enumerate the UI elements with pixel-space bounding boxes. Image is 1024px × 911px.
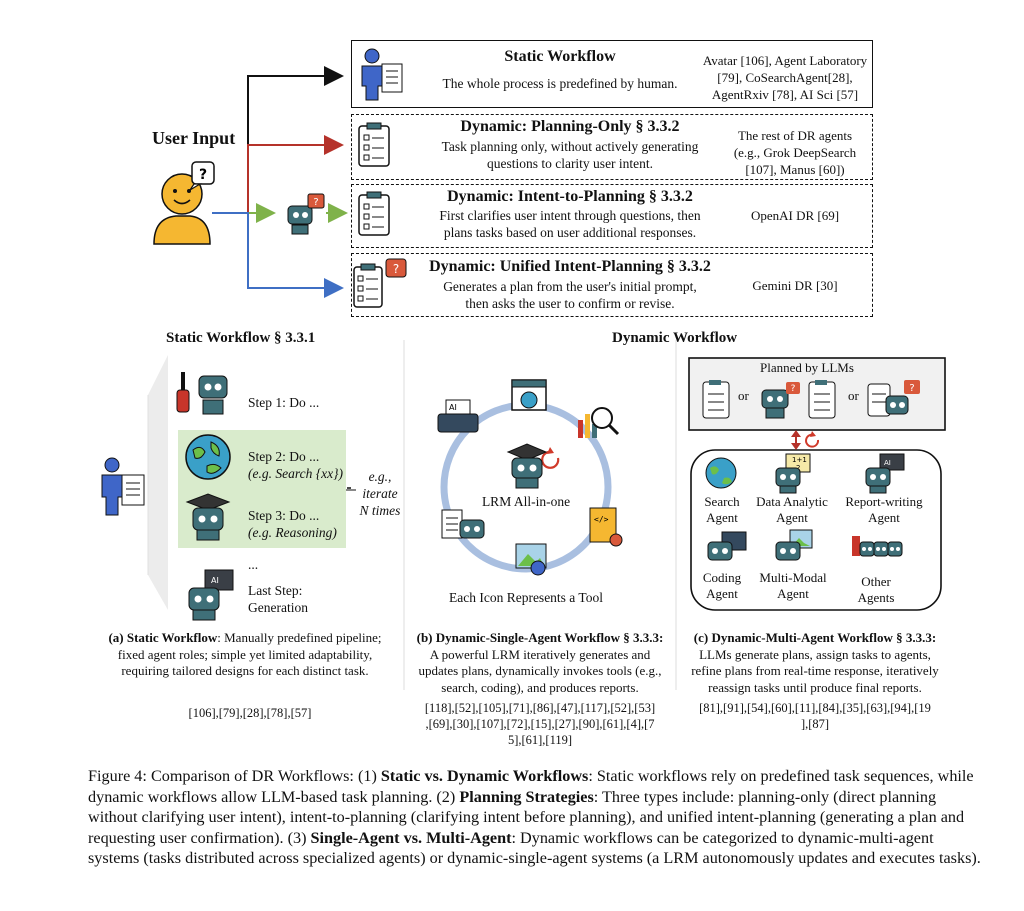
- planning-only-box: [351, 114, 873, 180]
- step-2-text: Step 2: Do ...: [248, 449, 320, 464]
- code-file-icon: </>: [588, 506, 624, 548]
- panel-c-refs: [81],[91],[54],[60],[11],[84],[35],[63],…: [699, 701, 931, 731]
- plan-option-1-icon: [700, 378, 734, 422]
- tool-note: Each Icon Represents a Tool: [448, 590, 603, 605]
- svg-text:1+1: 1+1: [792, 456, 807, 464]
- static-workflow-box: [351, 40, 873, 108]
- graduate-robot-icon: [183, 490, 233, 542]
- analytics-magnifier-icon: [576, 400, 620, 444]
- intent-clipboard-icon: [356, 189, 394, 241]
- image-gear-icon: [512, 540, 552, 578]
- svg-text:?: ?: [393, 262, 399, 276]
- panel-b-caption: (b) Dynamic-Single-Agent Workflow § 3.3.…: [416, 630, 664, 695]
- svg-text:2: 2: [796, 464, 800, 472]
- arrow-to-unified: [212, 212, 344, 298]
- unified-intent-planning-box: [351, 253, 873, 317]
- svg-text:?: ?: [791, 384, 796, 394]
- figure-caption: Figure 4: Comparison of DR Workflows: (1…: [88, 767, 981, 867]
- lrm-label: LRM All-in-one: [481, 494, 571, 509]
- box-desc-intent-to-planning: First clarifies user intent through ques…: [439, 208, 701, 240]
- screwdriver-robot-icon: [175, 370, 235, 416]
- browser-globe-icon: [510, 378, 548, 412]
- svg-text:AI: AI: [211, 576, 219, 585]
- svg-text:AI: AI: [884, 459, 891, 467]
- step-ellipsis: ...: [248, 557, 259, 572]
- step-2-example: (e.g. Search {xx}): [248, 466, 344, 481]
- unified-clipboard-icon: ?: [352, 257, 412, 313]
- dynamic-workflow-section-title: Dynamic Workflow: [612, 330, 738, 346]
- box-desc-unified: Generates a plan from the user's initial…: [443, 279, 697, 311]
- coding-agent-icon: [704, 528, 748, 568]
- refresh-icon: [541, 450, 560, 469]
- box-refs-planning-only: The rest of DR agents(e.g., Grok DeepSea…: [733, 128, 857, 177]
- planned-by-llms-label: Planned by LLMs: [760, 360, 854, 375]
- static-funnel-shape: [148, 355, 168, 610]
- svg-text:</>: </>: [594, 515, 609, 524]
- or-text-1: or: [738, 388, 749, 403]
- svg-text:?: ?: [199, 167, 207, 183]
- panel-a-refs: [106],[79],[28],[78],[57]: [188, 706, 312, 720]
- typewriter-icon: AI: [436, 398, 480, 436]
- svg-text:AI: AI: [449, 403, 457, 412]
- box-refs-unified: Gemini DR [30]: [752, 278, 838, 293]
- planner-robot-icon: [440, 506, 488, 550]
- box-desc-planning-only: Task planning only, without actively gen…: [441, 139, 699, 171]
- other-agents-icon: [850, 526, 906, 570]
- search-agent-icon: [704, 456, 738, 490]
- box-title-unified: Dynamic: Unified Intent-Planning § 3.3.2: [429, 258, 711, 275]
- globe-icon: [183, 432, 233, 482]
- static-human-icon: [358, 46, 406, 102]
- box-desc-static: The whole process is predefined by human…: [442, 76, 678, 91]
- box-title-static: Static Workflow: [504, 48, 616, 65]
- planning-clipboard-icon: [356, 120, 394, 172]
- step-1-text: Step 1: Do ...: [248, 395, 320, 410]
- plan-option-2-icon: ?: [756, 380, 804, 422]
- report-writing-agent-icon: AI: [860, 452, 908, 494]
- step-3-example: (e.g. Reasoning): [248, 525, 337, 540]
- box-title-planning-only: Dynamic: Planning-Only § 3.3.2: [460, 118, 680, 135]
- plan-option-4-icon: ?: [866, 378, 922, 422]
- or-text-2: or: [848, 388, 859, 403]
- multi-modal-agent-icon: [772, 528, 816, 568]
- lrm-robot-icon: [504, 442, 550, 490]
- panel-a-caption: (a) Static Workflow: Manually predefined…: [108, 630, 382, 678]
- box-title-intent-to-planning: Dynamic: Intent-to-Planning § 3.3.2: [447, 188, 693, 205]
- writing-robot-icon: AI: [183, 568, 237, 622]
- plan-option-3-icon: [806, 378, 846, 422]
- svg-text:?: ?: [313, 197, 318, 208]
- last-step-text: Last Step:Generation: [248, 583, 308, 615]
- box-refs-intent-to-planning: OpenAI DR [69]: [750, 208, 840, 223]
- static-planner-icon: [98, 455, 152, 517]
- static-workflow-section-title: Static Workflow § 3.3.1: [166, 330, 316, 346]
- panel-c-caption: (c) Dynamic-Multi-Agent Workflow § 3.3.3…: [691, 630, 939, 695]
- step-3-text: Step 3: Do ...: [248, 508, 320, 523]
- intent-to-planning-box: [351, 184, 873, 248]
- user-input-label: User Input: [152, 128, 236, 148]
- user-avatar-icon: ?: [150, 160, 216, 246]
- panel-b-refs: [118],[52],[105],[71],[86],[47],[117],[5…: [424, 701, 656, 747]
- clarify-robot-icon: ?: [282, 192, 326, 236]
- box-refs-static: Avatar [106], Agent Laboratory[79], CoSe…: [702, 53, 868, 102]
- svg-text:?: ?: [909, 383, 914, 394]
